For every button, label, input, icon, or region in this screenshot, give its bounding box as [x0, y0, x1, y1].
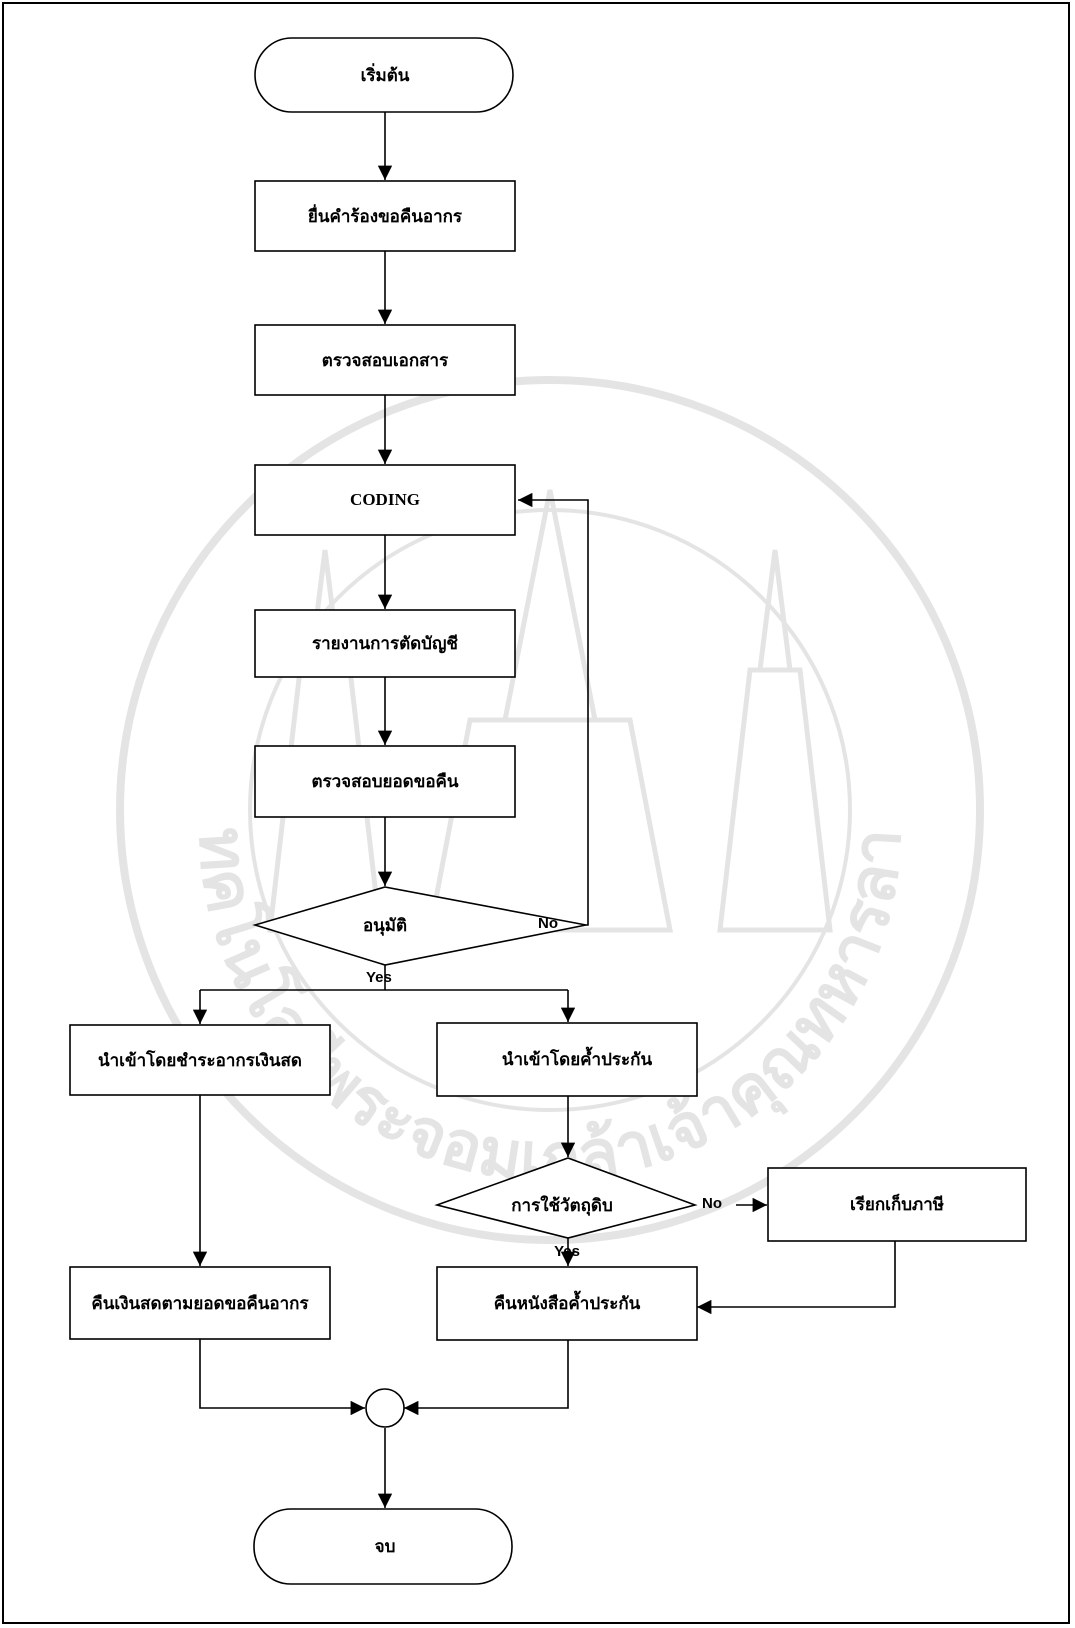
check-documents-label: ตรวจสอบเอกสาร [322, 351, 449, 371]
collect-tax-box [767, 1167, 1027, 1242]
check-documents-box [254, 324, 516, 396]
import-cash-duty-box [69, 1024, 331, 1096]
submit-request-label: ยื่นคำร้องขอคืนอากร [308, 204, 463, 227]
coding-label: CODING [350, 490, 420, 509]
approve-decision [252, 886, 587, 966]
check-refund-amount-label: ตรวจสอบยอดขอคืน [311, 771, 458, 792]
raw-material-label: การใช้วัตถุดิบ [511, 1195, 613, 1216]
raw-material-decision [434, 1157, 698, 1239]
start-label: เริ่มต้น [361, 63, 410, 86]
import-guarantee-label: นำเข้าโดยค้ำประกัน [502, 1046, 653, 1070]
return-guarantee-box [436, 1266, 698, 1341]
cash-refund-label: คืนเงินสดตามยอดขอคืนอากร [91, 1293, 309, 1314]
submit-request-box [254, 180, 516, 252]
approve-label: อนุมัติ [363, 916, 407, 936]
merge-connector [365, 1388, 405, 1428]
edge-return-guarantee-to-merge [404, 1340, 569, 1416]
approve-yes-label: Yes [366, 969, 392, 986]
cash-refund-box [69, 1266, 331, 1340]
end-label: จบ [375, 1537, 396, 1557]
accounting-report-box [254, 609, 516, 678]
accounting-report-label: รายงานการตัดบัญชี [312, 633, 458, 654]
check-refund-amount-box [254, 745, 516, 818]
start-terminal [254, 37, 514, 113]
connectors [192, 112, 896, 1508]
approve-no-label: No [538, 915, 558, 932]
import-guarantee-box [436, 1022, 698, 1097]
import-cash-duty-label: นำเข้าโดยชำระอากรเงินสด [98, 1050, 302, 1071]
edge-approve-no-to-coding [518, 492, 589, 926]
raw-no-label: No [702, 1195, 722, 1212]
end-terminal [253, 1508, 513, 1585]
edge-collect-tax-to-return-guarantee [697, 1241, 896, 1315]
coding-box [254, 464, 516, 536]
edge-cash-refund-to-merge [199, 1339, 365, 1416]
return-guarantee-label: คืนหนังสือค้ำประกัน [494, 1290, 641, 1314]
raw-yes-label: Yes [554, 1243, 580, 1260]
collect-tax-label: เรียกเก็บภาษี [850, 1192, 944, 1215]
